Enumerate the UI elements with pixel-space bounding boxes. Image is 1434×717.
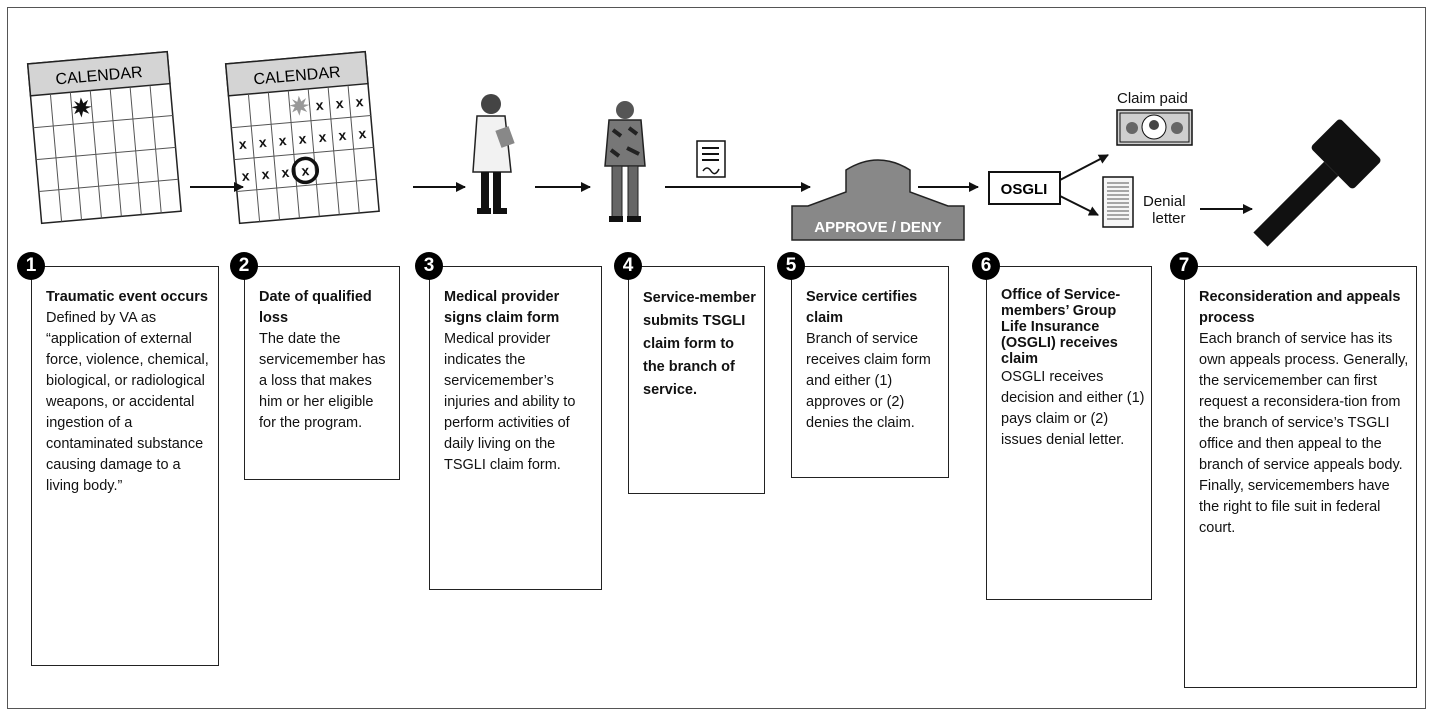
claim-paid-label: Claim paid (1117, 90, 1188, 107)
step-body: Medical provider indicates the serviceme… (444, 331, 576, 473)
step-title: Service-member submits TSGLI claim form … (643, 290, 756, 398)
step-5-box: Service certifies claim Branch of servic… (791, 266, 949, 478)
svg-text:x: x (241, 167, 250, 184)
stamp-label: APPROVE / DENY (814, 219, 942, 236)
figure-frame (7, 7, 1426, 709)
step-7-badge: 7 (1170, 252, 1198, 280)
step-3-badge: 3 (415, 252, 443, 280)
money-icon (1116, 109, 1193, 146)
step-2-box: Date of qualified loss The date the serv… (244, 266, 400, 480)
step-5-badge: 5 (777, 252, 805, 280)
svg-text:x: x (278, 132, 287, 149)
step-title: Reconsideration and appeals process (1199, 289, 1401, 326)
step-1-box: Traumatic event occurs Defined by VA as … (31, 266, 219, 666)
svg-text:x: x (261, 166, 270, 183)
step-2-badge: 2 (230, 252, 258, 280)
step-6-box: Office of Service-members’ Group Life In… (986, 266, 1152, 600)
step-1-badge: 1 (17, 252, 45, 280)
step-body: OSGLI receives decision and either (1) p… (1001, 369, 1145, 448)
svg-text:x: x (301, 162, 310, 179)
osgli-label: OSGLI (1001, 181, 1048, 198)
step-body: Defined by VA as “application of externa… (46, 310, 209, 494)
step-title: Service certifies claim (806, 289, 918, 326)
step-title: Medical provider signs claim form (444, 289, 560, 326)
svg-text:x: x (315, 97, 324, 114)
svg-text:x: x (238, 135, 247, 152)
svg-text:x: x (338, 127, 347, 144)
doctor-icon (472, 94, 515, 214)
claim-form-icon (696, 140, 726, 178)
step-title: Date of qualified loss (259, 289, 372, 326)
step-4-box: Service-member submits TSGLI claim form … (628, 266, 765, 494)
osgli-box (988, 171, 1061, 205)
step-7-box: Reconsideration and appeals process Each… (1184, 266, 1417, 688)
denial-letter-label: Denial letter (1143, 193, 1186, 227)
svg-text:x: x (298, 130, 307, 147)
denial-letter-text: Denial letter (1143, 193, 1186, 227)
step-title: Traumatic event occurs (46, 289, 208, 305)
stamp-icon: APPROVE / DENY (791, 159, 965, 241)
calendar-icon: CALENDAR (26, 50, 182, 225)
svg-text:x: x (355, 93, 364, 110)
gavel-icon (1253, 119, 1381, 247)
denial-letter-icon (1102, 176, 1134, 228)
flow-arrows (190, 154, 1253, 216)
step-4-badge: 4 (614, 252, 642, 280)
step-body: The date the servicemember has a loss th… (259, 331, 386, 431)
step-title: Office of Service-members’ Group Life In… (1001, 287, 1121, 367)
step-3-box: Medical provider signs claim form Medica… (429, 266, 602, 590)
burst-icon (71, 97, 92, 118)
step-6-badge: 6 (972, 252, 1000, 280)
step-body: Each branch of service has its own appea… (1199, 331, 1409, 536)
svg-text:x: x (318, 128, 327, 145)
svg-text:x: x (358, 125, 367, 142)
soldier-icon (604, 101, 646, 222)
step-body: Branch of service receives claim form an… (806, 331, 931, 431)
svg-text:x: x (281, 164, 290, 181)
svg-text:x: x (335, 95, 344, 112)
svg-text:x: x (258, 134, 267, 151)
